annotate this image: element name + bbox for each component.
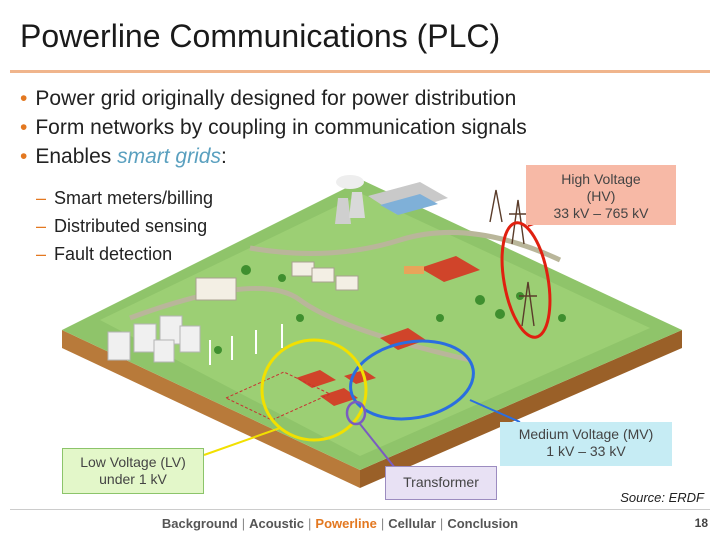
ground-inner	[100, 194, 650, 456]
mv-highlight-ring	[349, 339, 475, 421]
sub-bullet-marker: –	[36, 188, 47, 208]
lv-connector	[203, 427, 281, 456]
bullet-text: Power grid originally designed for power…	[35, 87, 517, 110]
sub-bullet-text: Smart meters/billing	[54, 188, 214, 208]
trees	[214, 265, 566, 354]
wind-turbines	[209, 324, 283, 365]
mv-callout: Medium Voltage (MV) 1 kV – 33 kV	[500, 422, 672, 466]
lv-range-line: under 1 kV	[99, 471, 167, 487]
page-number: 18	[694, 516, 708, 530]
bullet-marker: •	[20, 116, 28, 139]
lv-callout: Low Voltage (LV) under 1 kV	[62, 448, 204, 494]
bullet-text: Form networks by coupling in communicati…	[35, 116, 527, 139]
sub-bullet-text: Fault detection	[54, 244, 173, 264]
apartment-blocks	[107, 315, 201, 363]
lv-network-lines	[224, 371, 332, 421]
nav-item-cellular[interactable]: Cellular	[388, 516, 436, 531]
hv-callout: High Voltage (HV) 33 kV – 765 kV	[526, 165, 676, 225]
hv-towers	[489, 189, 537, 327]
nav-item-background[interactable]: Background	[161, 516, 238, 531]
hv-range-line: 33 kV – 765 kV	[553, 205, 649, 221]
bullet-marker: •	[20, 87, 28, 110]
cooling-tower	[349, 192, 365, 218]
transformer-callout: Transformer	[385, 466, 497, 500]
steam-cloud	[336, 175, 364, 189]
bullet-text-suffix: :	[220, 145, 227, 168]
platform-side-right	[360, 330, 682, 488]
mv-range-line: 1 kV – 33 kV	[546, 443, 626, 459]
source-credit: Source: ERDF	[620, 490, 704, 505]
hv-label-line: (HV)	[586, 188, 616, 204]
bullet-text-prefix: Enables	[35, 145, 118, 168]
transformer-highlight-ring	[345, 400, 367, 426]
nav-separator: |	[380, 516, 385, 531]
bullet-list: • Power grid originally designed for powe…	[20, 84, 527, 171]
bullet-marker: •	[20, 145, 28, 168]
section-nav: Background|Acoustic|Powerline|Cellular|C…	[0, 516, 680, 531]
sub-bullet-text: Distributed sensing	[54, 216, 208, 236]
sub-bullet-item: –Fault detection	[36, 240, 213, 268]
power-grid-illustration	[62, 175, 682, 488]
nav-separator: |	[439, 516, 444, 531]
nav-item-powerline[interactable]: Powerline	[315, 516, 377, 531]
transformer-label: Transformer	[403, 474, 479, 490]
nav-item-acoustic[interactable]: Acoustic	[249, 516, 305, 531]
sub-bullet-item: –Distributed sensing	[36, 212, 213, 240]
hv-label-line: High Voltage	[561, 171, 641, 187]
sub-bullet-list: –Smart meters/billing –Distributed sensi…	[36, 184, 213, 268]
hv-highlight-ring	[500, 221, 552, 339]
houses	[195, 261, 359, 301]
lv-highlight-ring	[260, 338, 368, 442]
footer-divider	[10, 509, 710, 510]
nav-separator: |	[241, 516, 246, 531]
bullet-item: • Form networks by coupling in communicat…	[20, 113, 527, 142]
sub-bullet-item: –Smart meters/billing	[36, 184, 213, 212]
nav-separator: |	[308, 516, 312, 531]
bullet-item: • Power grid originally designed for powe…	[20, 84, 527, 113]
sub-bullet-marker: –	[36, 244, 47, 264]
nav-item-conclusion[interactable]: Conclusion	[447, 516, 519, 531]
farm-building	[404, 266, 424, 274]
road	[249, 230, 562, 263]
sub-bullet-marker: –	[36, 216, 47, 236]
solar-panels	[380, 194, 438, 215]
platform-side-left	[62, 330, 360, 488]
transformer-connector	[359, 423, 396, 469]
slide-title: Powerline Communications (PLC)	[20, 18, 501, 54]
smart-grids-text: smart grids	[117, 145, 221, 168]
title-divider	[10, 70, 710, 73]
bullet-item: • Enables smart grids:	[20, 142, 527, 171]
mv-connector	[469, 399, 521, 423]
lv-label-line: Low Voltage (LV)	[80, 454, 186, 470]
cooling-tower	[335, 198, 351, 224]
mv-label-line: Medium Voltage (MV)	[518, 426, 654, 442]
